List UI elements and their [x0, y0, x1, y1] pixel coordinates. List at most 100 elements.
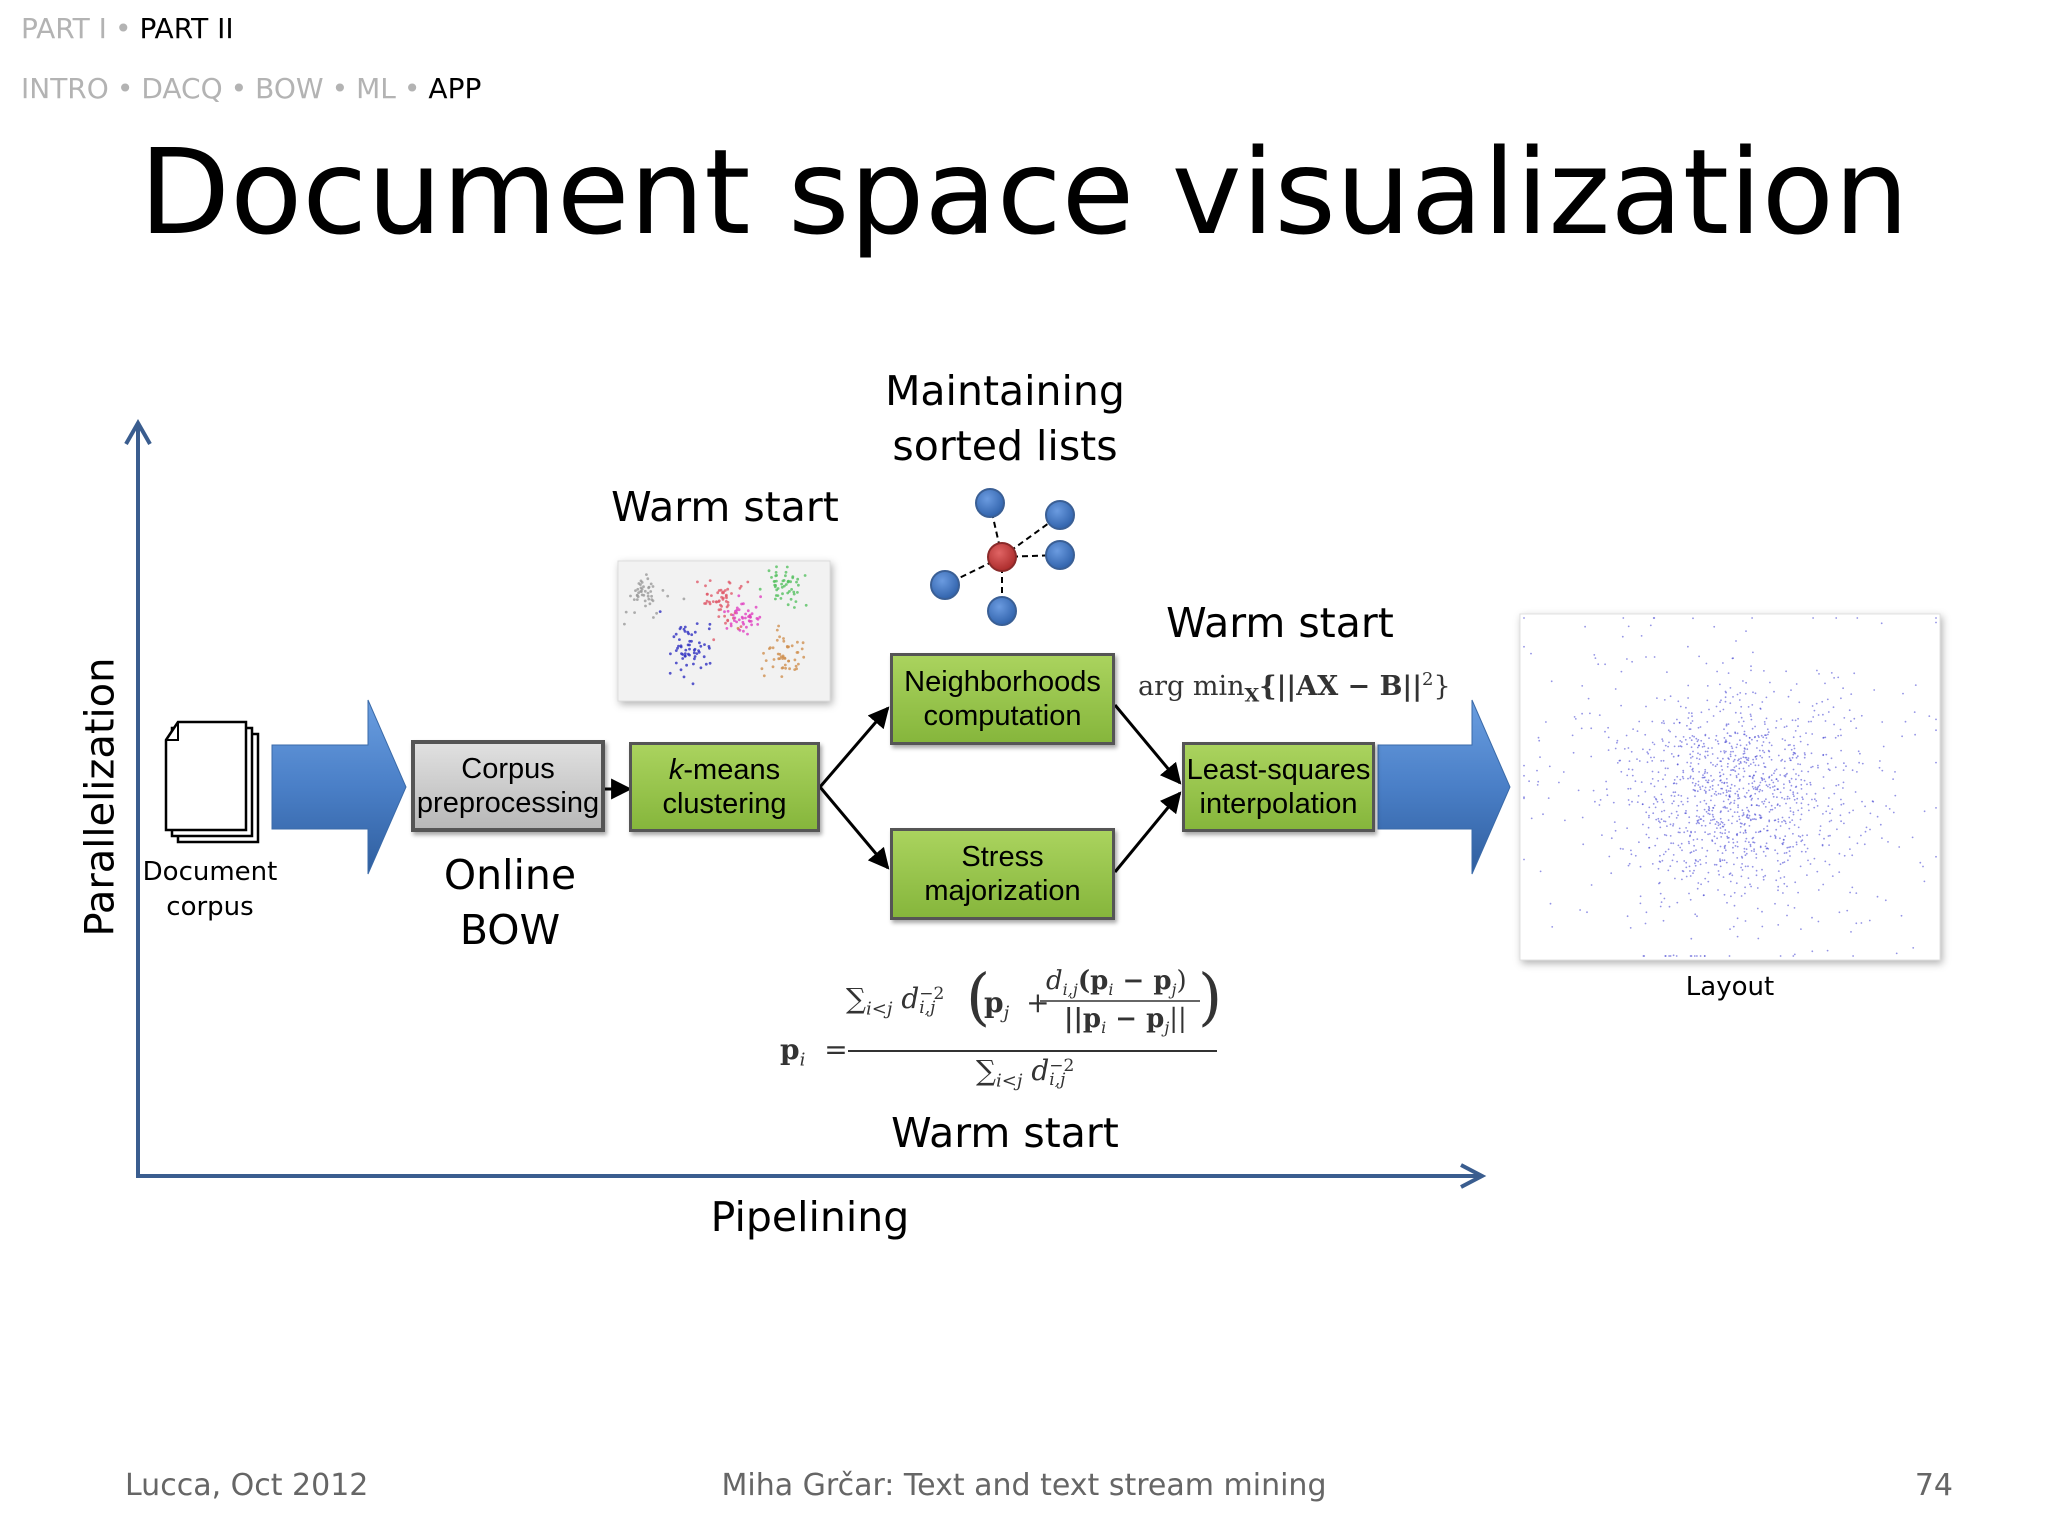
layout-point: [1733, 785, 1736, 787]
layout-point: [1666, 671, 1668, 673]
layout-point: [1666, 825, 1668, 827]
cluster-point: [639, 586, 643, 590]
layout-point: [1768, 776, 1770, 779]
layout-point: [1711, 839, 1713, 841]
layout-point: [1751, 617, 1753, 619]
layout-point: [1616, 762, 1619, 764]
layout-point: [1754, 814, 1757, 816]
layout-point: [1707, 880, 1710, 883]
layout-point: [1539, 756, 1541, 758]
cluster-point: [778, 657, 782, 660]
cluster-point: [717, 608, 721, 612]
layout-point: [1799, 740, 1802, 743]
layout-point: [1736, 743, 1739, 746]
layout-point: [1670, 794, 1673, 797]
layout-point: [1751, 797, 1753, 800]
layout-point: [1846, 909, 1849, 912]
layout-point: [1716, 670, 1718, 673]
layout-point: [1703, 799, 1706, 802]
layout-point: [1715, 863, 1718, 866]
layout-point: [1738, 767, 1741, 770]
layout-point: [1704, 831, 1706, 834]
layout-point: [1692, 750, 1694, 753]
layout-point: [1695, 815, 1698, 817]
layout-point: [1794, 881, 1797, 884]
layout-point: [1658, 820, 1660, 823]
layout-point: [1771, 808, 1774, 811]
layout-point: [1751, 785, 1754, 788]
nav-section-ml[interactable]: ML: [356, 72, 396, 105]
nav-part-1[interactable]: PART I: [21, 12, 107, 45]
layout-point: [1632, 728, 1634, 730]
layout-point: [1824, 736, 1827, 739]
layout-point: [1745, 848, 1748, 851]
layout-point: [1726, 835, 1729, 838]
layout-point: [1606, 794, 1609, 797]
layout-point: [1832, 706, 1835, 709]
maintaining-sorted-lists-label: Maintaining sorted lists: [860, 364, 1150, 474]
layout-point: [1858, 761, 1860, 764]
layout-point: [1851, 854, 1854, 857]
cluster-point: [644, 604, 647, 608]
nav-section-bow[interactable]: BOW: [255, 72, 324, 105]
layout-point: [1745, 735, 1748, 737]
layout-point: [1691, 781, 1694, 784]
layout-point: [1838, 871, 1841, 873]
nav-section-intro[interactable]: INTRO: [21, 72, 109, 105]
layout-point: [1537, 780, 1540, 783]
layout-point: [1787, 695, 1790, 698]
layout-point: [1734, 770, 1737, 773]
cluster-point: [705, 599, 709, 603]
layout-point: [1664, 767, 1667, 770]
layout-point: [1685, 706, 1687, 709]
layout-point: [1672, 823, 1675, 825]
layout-point: [1859, 752, 1861, 755]
layout-point: [1705, 790, 1707, 793]
nav-section-dacq[interactable]: DACQ: [141, 72, 223, 105]
layout-point: [1776, 796, 1778, 799]
layout-point: [1790, 689, 1792, 691]
layout-point: [1719, 827, 1722, 829]
layout-point: [1760, 817, 1762, 820]
layout-point: [1672, 800, 1675, 803]
layout-point: [1699, 788, 1702, 791]
layout-point: [1799, 836, 1802, 838]
layout-point: [1675, 810, 1678, 813]
layout-point: [1843, 822, 1845, 825]
layout-point: [1747, 877, 1750, 879]
layout-point: [1634, 780, 1637, 783]
cluster-point: [723, 614, 726, 618]
nav-part-2[interactable]: PART II: [139, 12, 234, 45]
cluster-point: [629, 594, 632, 598]
layout-point: [1740, 762, 1742, 764]
layout-point: [1727, 672, 1730, 674]
layout-point: [1799, 865, 1802, 868]
layout-point: [1689, 852, 1692, 854]
layout-point: [1792, 813, 1795, 816]
layout-point: [1656, 697, 1658, 699]
layout-point: [1587, 697, 1590, 700]
layout-point: [1733, 811, 1736, 813]
layout-point: [1785, 725, 1788, 728]
layout-point: [1750, 885, 1752, 888]
layout-point: [1756, 887, 1759, 889]
layout-point: [1840, 803, 1843, 806]
layout-point: [1815, 702, 1818, 705]
cluster-point: [632, 598, 636, 601]
layout-point: [1652, 812, 1655, 815]
layout-point: [1748, 814, 1751, 817]
nav-section-app[interactable]: APP: [428, 72, 482, 105]
layout-point: [1675, 817, 1678, 819]
layout-point: [1732, 838, 1734, 841]
layout-point: [1672, 755, 1675, 758]
layout-point: [1646, 761, 1649, 764]
cluster-point: [787, 659, 791, 663]
layout-point: [1716, 763, 1719, 766]
warm-start-stress-label: Warm start: [891, 1109, 1119, 1157]
layout-point: [1853, 717, 1856, 720]
